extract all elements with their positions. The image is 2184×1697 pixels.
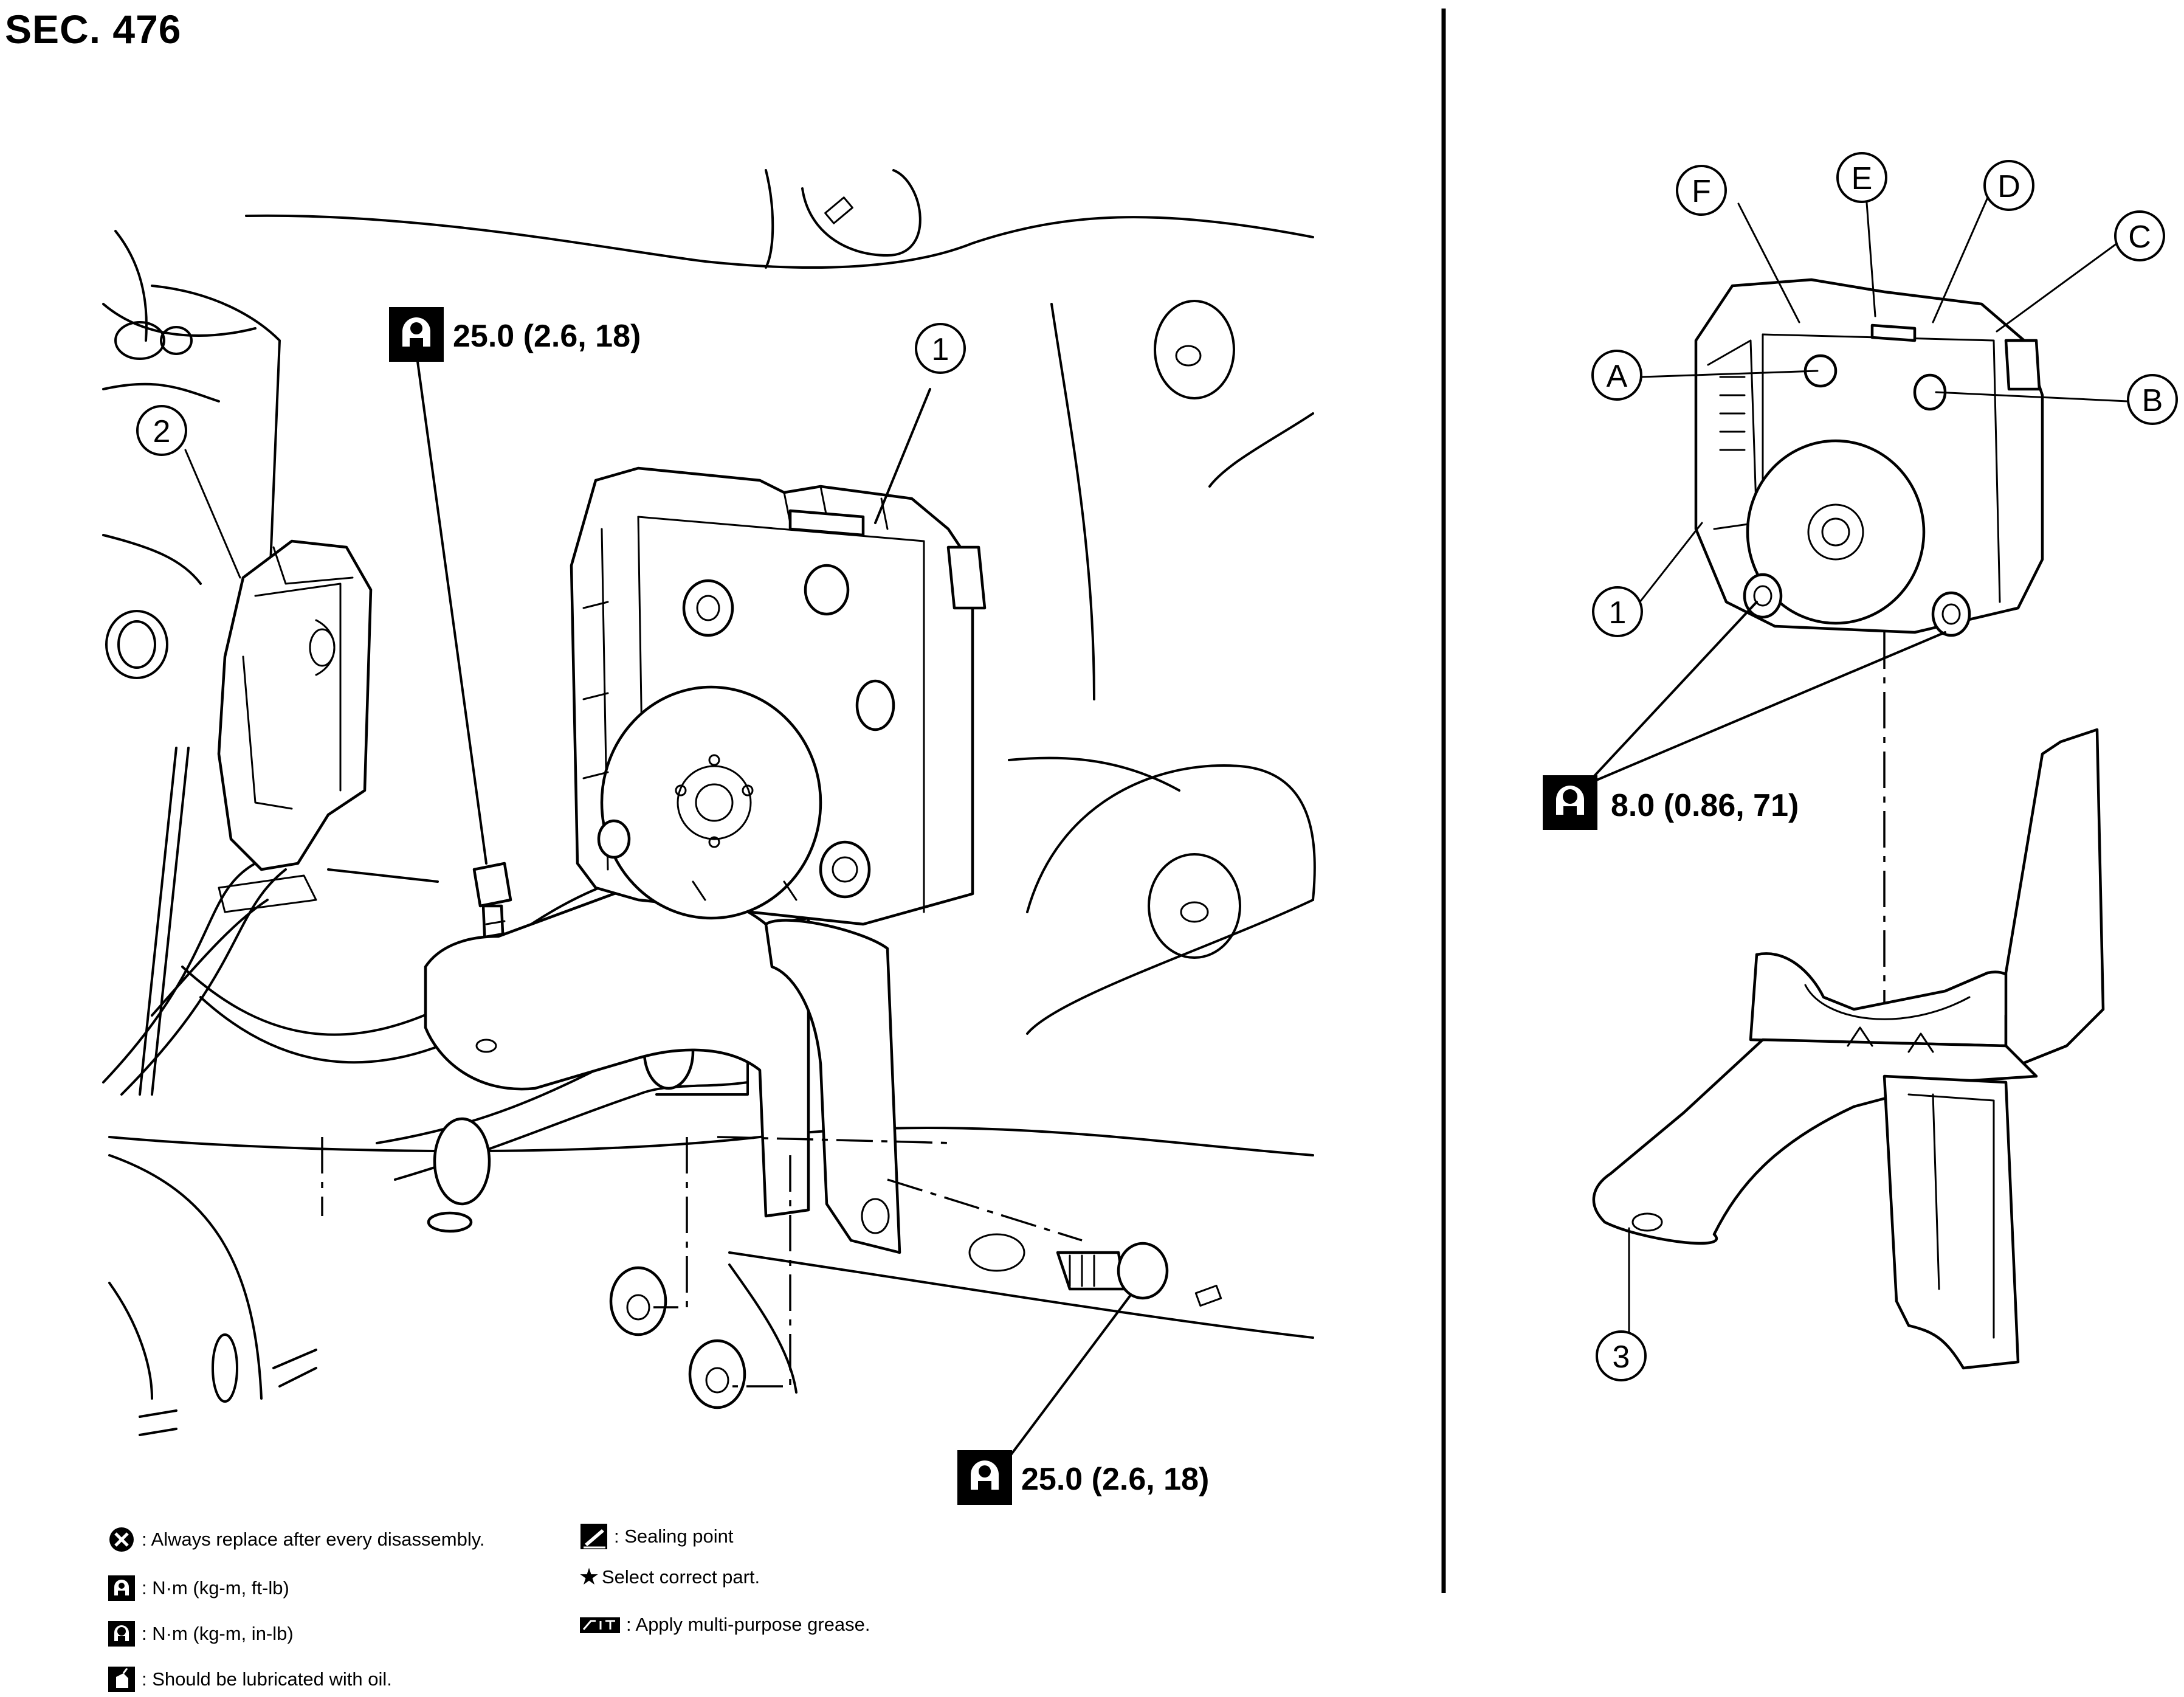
callout-leaders [184,193,2129,1333]
callout-right-D-label: D [1997,169,2020,204]
legend-grease-text: : Apply multi-purpose grease. [626,1614,870,1635]
grease-icon [580,1617,620,1633]
callout-left-2: 2 [136,405,187,456]
torque-spec-upper-left: 25.0 (2.6, 18) [389,307,641,362]
legend-torque-ftlb: : N·m (kg-m, ft-lb) [106,1575,289,1602]
legend-oil: : Should be lubricated with oil. [106,1666,392,1693]
left-grommets [321,1136,1083,1409]
callout-right-F: F [1676,165,1727,216]
callout-right-B: B [2127,374,2178,425]
replace-icon [109,1527,134,1552]
callout-right-E: E [1836,152,1887,203]
oil-can-icon [108,1667,135,1692]
callout-right-C: C [2114,210,2165,261]
part-2-bracket [217,539,373,913]
torque-inlb-icon [1543,775,1597,830]
abs-actuator-left [570,388,987,926]
legend-torque-inlb: : N·m (kg-m, in-lb) [106,1620,294,1647]
callout-right-D: D [1983,160,2034,211]
legend-replace-text: : Always replace after every disassembly… [142,1529,485,1550]
torque-spec-right: 8.0 (0.86, 71) [1543,775,1799,830]
torque-spec-right-text: 8.0 (0.86, 71) [1611,788,1799,823]
torque-spec-lower-left-text: 25.0 (2.6, 18) [1021,1462,1209,1497]
legend-star: ★ Select correct part. [579,1566,760,1589]
legend-torque-inlb-text: : N·m (kg-m, in-lb) [142,1623,294,1644]
callout-left-2-label: 2 [153,414,171,449]
left-vehicle-body-structure [102,169,1316,1436]
sealing-icon [580,1524,607,1549]
legend-torque-ftlb-text: : N·m (kg-m, ft-lb) [142,1577,289,1598]
legend-star-text: Select correct part. [602,1566,760,1588]
legend-grease: : Apply multi-purpose grease. [579,1611,870,1638]
star-icon: ★ [579,1564,600,1590]
callout-right-A-label: A [1607,359,1628,394]
left-abs-bracket [424,888,901,1254]
torque-ftlb-icon [389,307,444,362]
callout-right-1-label: 1 [1609,595,1627,631]
abs-actuator-right [1694,278,2044,637]
torque-spec-upper-left-text: 25.0 (2.6, 18) [453,319,641,354]
legend-replace: : Always replace after every disassembly… [106,1526,485,1553]
callout-left-1-label: 1 [932,332,949,367]
callout-right-E-label: E [1852,161,1873,196]
callout-right-F-label: F [1692,174,1711,209]
callout-right-3-label: 3 [1613,1339,1630,1375]
torque-ftlb-icon [108,1575,135,1601]
legend-sealing: : Sealing point [579,1523,733,1550]
bolt-lower-right [1002,1242,1169,1467]
abs-bracket-right [1592,728,2105,1370]
legend-oil-text: : Should be lubricated with oil. [142,1668,392,1690]
callout-left-1: 1 [915,323,966,374]
torque-spec-lower-left: 25.0 (2.6, 18) [957,1450,1209,1505]
torque-inlb-icon [108,1621,135,1647]
callout-right-A: A [1591,350,1642,401]
section-title: SEC. 476 [5,7,182,52]
callout-right-1: 1 [1592,586,1643,637]
legend-sealing-text: : Sealing point [614,1526,734,1547]
callout-right-C-label: C [2128,219,2151,255]
callout-right-3: 3 [1596,1330,1647,1381]
torque-ftlb-icon [957,1450,1012,1505]
callout-right-B-label: B [2142,383,2163,418]
